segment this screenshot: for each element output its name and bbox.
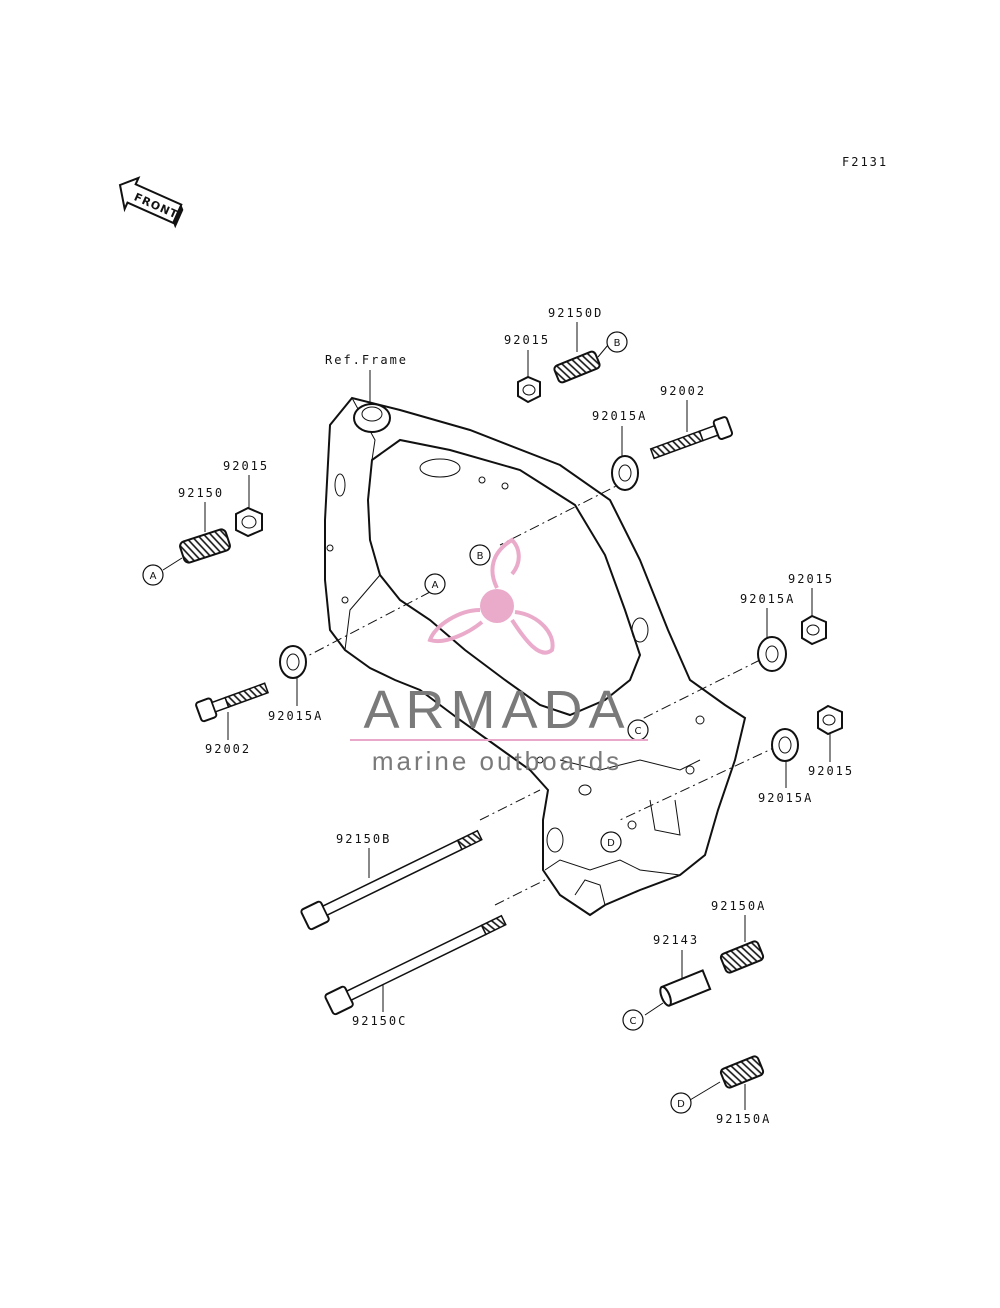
svg-text:C: C xyxy=(630,1016,637,1027)
part-number: 92002 xyxy=(205,742,251,756)
bolt-92002-left xyxy=(195,682,270,723)
watermark-tagline: marine outboards xyxy=(372,746,622,776)
stud-92150d xyxy=(553,350,601,384)
svg-text:B: B xyxy=(614,338,621,349)
bolt-92002-top xyxy=(649,416,734,460)
svg-text:A: A xyxy=(150,571,157,582)
watermark-brand: ARMADA xyxy=(363,680,630,740)
part-number: 92015A xyxy=(740,592,795,606)
part-number: 92015A xyxy=(758,791,813,805)
svg-text:C: C xyxy=(635,726,642,737)
part-number: 92015 xyxy=(504,333,550,347)
ref-frame-label: Ref.Frame xyxy=(325,353,408,367)
long-bolt-92150c xyxy=(324,914,507,1016)
svg-text:A: A xyxy=(432,580,439,591)
part-number: 92150C xyxy=(352,1014,407,1028)
armada-watermark: ARMADA marine outboards xyxy=(350,537,648,776)
figure-code: F2131 xyxy=(842,155,888,169)
part-number: 92150D xyxy=(548,306,603,320)
washer-92015a-top xyxy=(611,455,639,491)
svg-text:D: D xyxy=(677,1099,685,1110)
part-number: 92015 xyxy=(808,764,854,778)
washer-92015a-right2 xyxy=(771,728,799,762)
long-bolt-92150b xyxy=(300,829,483,931)
callout-c: C xyxy=(622,1009,644,1031)
washer-92015a-left xyxy=(279,645,307,679)
nut-92015-right2 xyxy=(817,704,843,736)
washer-92015a-right1 xyxy=(757,636,787,672)
callout-d: D xyxy=(670,1092,692,1114)
callout-d: D xyxy=(600,831,622,853)
stud-92150a-1 xyxy=(719,940,765,974)
svg-text:B: B xyxy=(477,551,484,562)
callout-a: A xyxy=(424,573,446,595)
part-number: 92150B xyxy=(336,832,391,846)
svg-text:D: D xyxy=(607,838,615,849)
nut-92015-top xyxy=(517,375,541,404)
part-number: 92015A xyxy=(592,409,647,423)
nut-92015-left xyxy=(235,506,263,538)
stud-92150a-2 xyxy=(719,1055,765,1089)
stud-92150-left xyxy=(179,528,231,564)
propeller-logo-icon xyxy=(427,537,555,655)
callout-b: B xyxy=(469,544,491,566)
part-number: 92015A xyxy=(268,709,323,723)
part-number: 92143 xyxy=(653,933,699,947)
nut-92015-right1 xyxy=(801,614,827,646)
spacer-92143 xyxy=(659,969,712,1007)
part-number: 92150A xyxy=(716,1112,771,1126)
part-number: 92150A xyxy=(711,899,766,913)
callout-c: C xyxy=(627,719,649,741)
callout-b: B xyxy=(606,331,628,353)
part-number: 92150 xyxy=(178,486,224,500)
part-number: 92015 xyxy=(223,459,269,473)
front-arrow-icon: FRONT xyxy=(118,176,184,229)
part-number: 92002 xyxy=(660,384,706,398)
part-number: 92015 xyxy=(788,572,834,586)
callout-a: A xyxy=(142,564,164,586)
